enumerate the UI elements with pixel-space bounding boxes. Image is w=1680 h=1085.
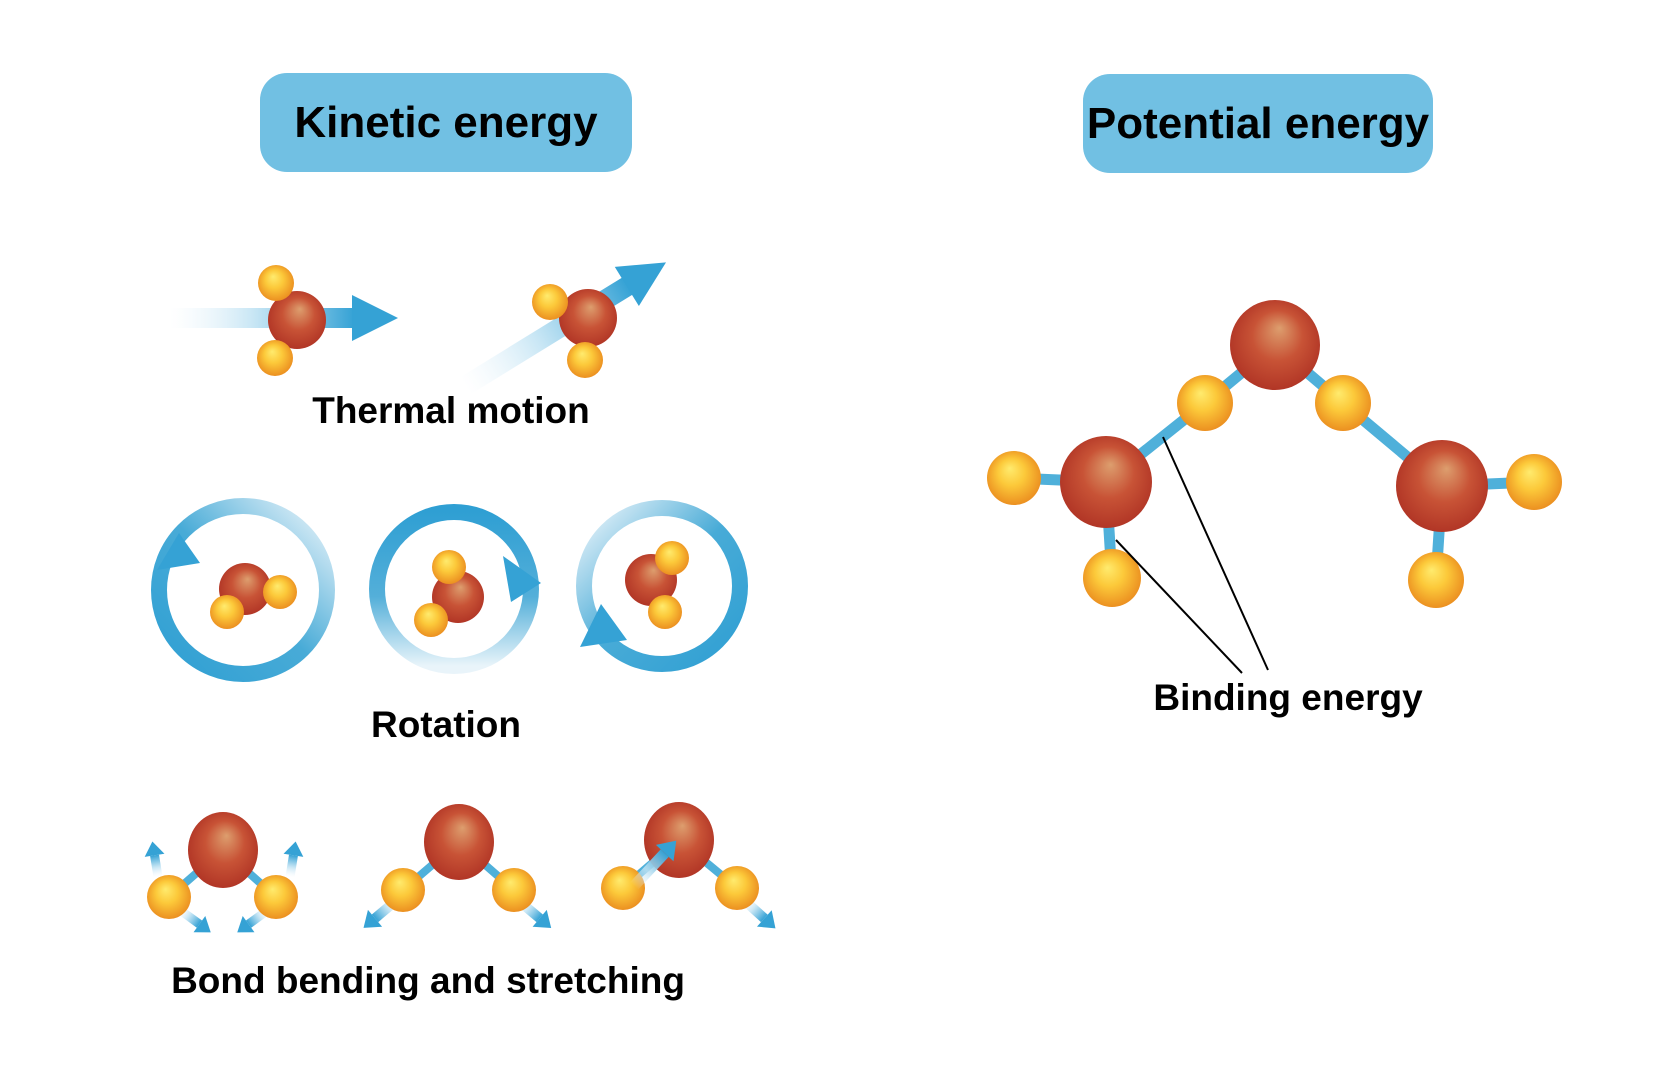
stretch-arrow-icon — [629, 840, 677, 890]
hydrogen-atom — [147, 875, 191, 919]
water-molecule — [601, 802, 759, 910]
arrow-head — [352, 295, 398, 341]
arrow-head — [756, 910, 776, 929]
oxygen-atom — [188, 812, 258, 888]
rotation-ring — [576, 500, 748, 672]
hydrogen-atom — [258, 265, 294, 301]
water-molecule — [210, 563, 297, 629]
oxygen-atom — [424, 804, 494, 880]
potential-energy-header: Potential energy — [1083, 74, 1433, 173]
arrow-shaft — [629, 849, 669, 890]
arrow-head — [144, 841, 165, 857]
hydrogen-atom — [1315, 375, 1371, 431]
oxygen-atom — [1396, 440, 1488, 532]
arrow-head — [532, 909, 552, 928]
hydrogen-atom — [257, 340, 293, 376]
hydrogen-atom — [715, 866, 759, 910]
water-molecule — [381, 804, 536, 912]
rotation-ring — [151, 498, 335, 682]
arrow-head — [157, 533, 200, 570]
hydrogen-atom — [567, 342, 603, 378]
water-molecule — [414, 550, 484, 637]
water-molecule — [1177, 300, 1371, 431]
thermal-motion-label: Thermal motion — [312, 390, 590, 431]
hydrogen-atom — [254, 875, 298, 919]
water-molecule — [625, 541, 689, 629]
hydrogen-atom — [1083, 549, 1141, 607]
binding-energy-callout-line — [1115, 539, 1243, 674]
hydrogen-atom — [648, 595, 682, 629]
hydrogen-atom — [1506, 454, 1562, 510]
hydrogen-atom — [210, 595, 244, 629]
hydrogen-atom — [987, 451, 1041, 505]
hydrogen-atom — [432, 550, 466, 584]
bend-arrow-icon — [283, 841, 304, 878]
hydrogen-atom — [1177, 375, 1233, 431]
binding-energy-label: Binding energy — [1153, 677, 1423, 718]
rotation-group — [151, 498, 748, 682]
water-molecule — [532, 284, 617, 378]
oxygen-atom — [1230, 300, 1320, 390]
arrow-head — [503, 556, 541, 602]
water-molecule — [1396, 440, 1562, 608]
hydrogen-atom — [601, 866, 645, 910]
hydrogen-atom — [381, 868, 425, 912]
bond-bending-label: Bond bending and stretching — [171, 960, 685, 1001]
binding-energy-callout-line — [1162, 436, 1269, 671]
hydrogen-atom — [414, 603, 448, 637]
water-molecule — [147, 812, 298, 919]
arrow-head — [655, 840, 677, 862]
arrow-head — [193, 916, 211, 933]
rotation-arrow-icon — [576, 500, 748, 672]
arrow-head — [580, 604, 627, 647]
oxygen-atom — [559, 289, 617, 347]
bend-arrow-icon — [144, 841, 165, 878]
rotation-arrow-icon — [151, 498, 335, 682]
arrow-shaft — [150, 854, 163, 878]
rotation-label: Rotation — [370, 704, 522, 745]
oxygen-atom — [1060, 436, 1152, 528]
hydrogen-atom — [263, 575, 297, 609]
arrow-head — [237, 916, 255, 933]
oxygen-atom — [432, 571, 484, 623]
kinetic-energy-header: Kinetic energy — [260, 73, 632, 172]
arrow-head — [614, 262, 667, 307]
potential-energy-cluster — [987, 300, 1562, 674]
arrow-head — [363, 909, 383, 928]
water-molecule — [987, 436, 1152, 607]
bond-bending-group — [144, 802, 776, 933]
arrow-shaft — [170, 308, 354, 328]
rotation-arrow-icon — [369, 504, 541, 674]
thermal-motion-group — [170, 262, 667, 395]
arrow-head — [283, 841, 304, 857]
hydrogen-atom — [1408, 552, 1464, 608]
water-molecule — [257, 265, 326, 376]
hydrogen-atom — [655, 541, 689, 575]
hydrogen-atom — [492, 868, 536, 912]
oxygen-atom — [268, 291, 326, 349]
hydrogen-atom — [532, 284, 568, 320]
arrow-shaft — [285, 854, 298, 878]
